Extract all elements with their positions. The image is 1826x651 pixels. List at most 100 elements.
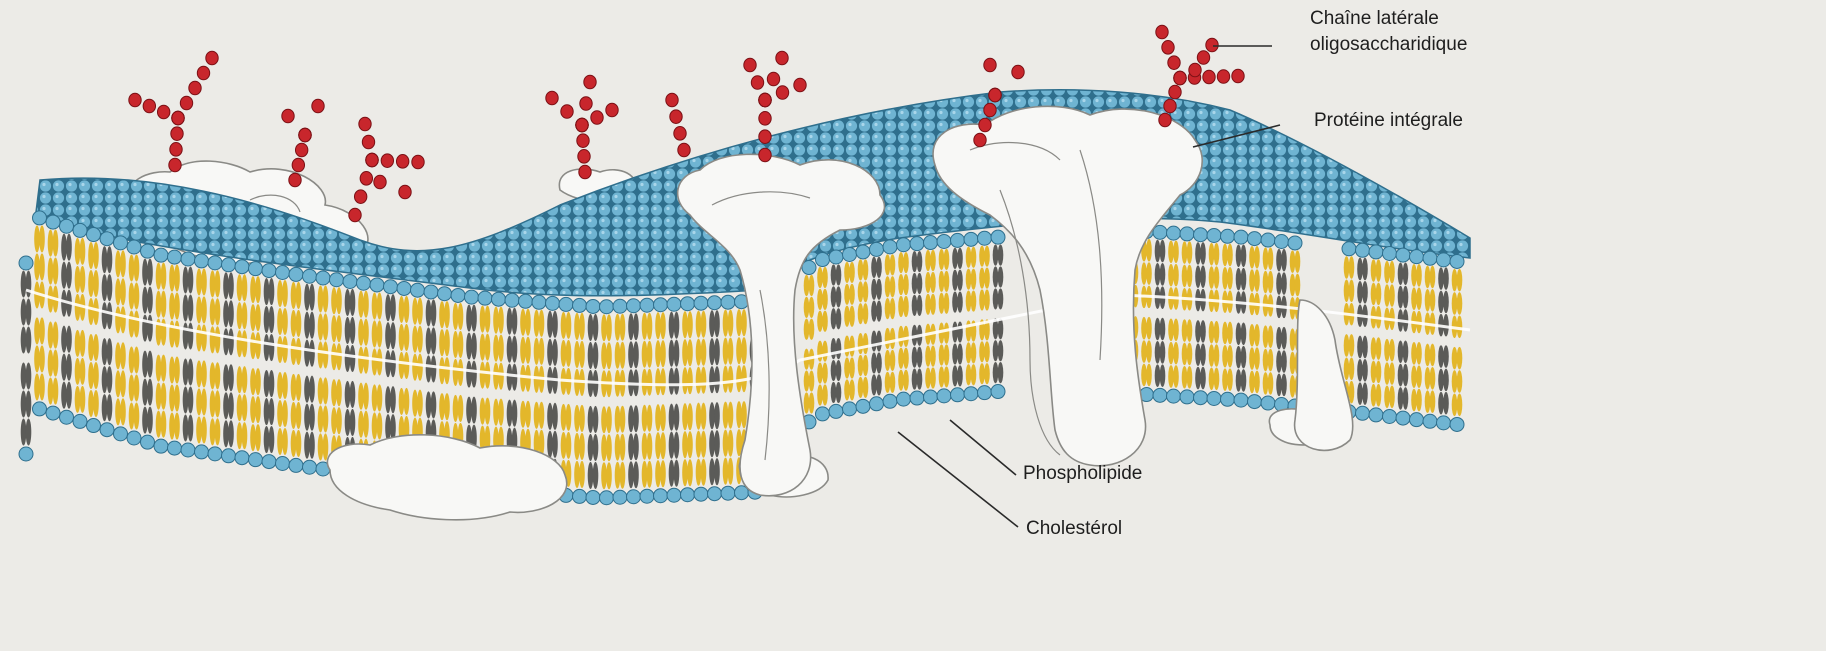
fatty-acid-tail	[66, 382, 72, 409]
fatty-acid-tail	[682, 367, 688, 394]
fatty-acid-tail	[1457, 316, 1463, 339]
phospholipid-head	[1194, 391, 1208, 405]
fatty-acid-tail	[26, 326, 32, 353]
fatty-acid-tail	[898, 326, 904, 347]
fatty-acid-tail	[952, 292, 958, 313]
fatty-acid-tail	[1268, 349, 1274, 372]
fatty-acid-tail	[21, 326, 27, 353]
phospholipid-column	[694, 296, 708, 501]
fatty-acid-tail	[21, 298, 27, 325]
fatty-acid-tail	[142, 315, 148, 342]
fatty-acid-tail	[223, 364, 229, 391]
fatty-acid-tail	[1398, 286, 1404, 309]
phospholipid-head	[127, 431, 141, 445]
fatty-acid-tail	[53, 378, 59, 405]
fatty-acid-tail	[863, 333, 869, 354]
phospholipid-head	[465, 290, 479, 304]
fatty-acid-tail	[1425, 344, 1431, 367]
sugar-residue	[1168, 56, 1180, 70]
phospholipid-head	[100, 423, 114, 437]
fatty-acid-tail	[1438, 291, 1444, 314]
sugar-residue	[584, 75, 596, 89]
fatty-acid-tail	[134, 282, 140, 309]
fatty-acid-tail	[1371, 361, 1377, 384]
fatty-acid-tail	[1195, 343, 1201, 366]
fatty-acid-tail	[1141, 317, 1147, 340]
phospholipid-head	[1396, 248, 1410, 262]
phospholipid-column	[1450, 254, 1464, 431]
phospholipid-head	[1450, 254, 1464, 268]
fatty-acid-tail	[539, 310, 545, 337]
fatty-acid-tail	[107, 302, 113, 329]
fatty-acid-tail	[1146, 340, 1152, 363]
phospholipid-head	[46, 406, 60, 420]
fatty-acid-tail	[1160, 364, 1166, 387]
fatty-acid-tail	[458, 331, 464, 358]
fatty-acid-tail	[615, 462, 621, 489]
phospholipid-head	[870, 242, 884, 256]
fatty-acid-tail	[147, 315, 153, 342]
fatty-acid-tail	[930, 250, 936, 271]
fatty-acid-tail	[1411, 389, 1417, 412]
fatty-acid-tail	[876, 301, 882, 322]
fatty-acid-tail	[1195, 242, 1201, 265]
phospholipid-column	[208, 256, 222, 461]
fatty-acid-tail	[863, 303, 869, 324]
fatty-acid-tail	[1416, 264, 1422, 287]
sugar-residue	[1164, 99, 1176, 113]
fatty-acid-tail	[129, 282, 135, 309]
integral-protein-label: Protéine intégrale	[1314, 108, 1463, 134]
fatty-acid-tail	[75, 238, 81, 265]
fatty-acid-tail	[836, 286, 842, 307]
fatty-acid-tail	[701, 311, 707, 338]
fatty-acid-tail	[709, 310, 715, 337]
fatty-acid-tail	[1209, 266, 1215, 289]
fatty-acid-tail	[1457, 292, 1463, 315]
fatty-acid-tail	[709, 338, 715, 365]
fatty-acid-tail	[1290, 352, 1296, 375]
phospholipid-head	[100, 232, 114, 246]
fatty-acid-tail	[1452, 394, 1458, 417]
fatty-acid-tail	[1195, 265, 1201, 288]
fatty-acid-tail	[26, 298, 32, 325]
phospholipid-head	[262, 264, 276, 278]
sugar-residue	[292, 158, 304, 172]
fatty-acid-tail	[493, 335, 499, 362]
fatty-acid-tail	[736, 309, 742, 336]
phospholipid-head	[937, 389, 951, 403]
fatty-acid-tail	[215, 270, 221, 297]
fatty-acid-tail	[831, 264, 837, 285]
fatty-acid-tail	[242, 422, 248, 449]
fatty-acid-tail	[993, 266, 999, 287]
fatty-acid-tail	[350, 409, 356, 436]
phospholipid-head	[154, 439, 168, 453]
fatty-acid-tail	[439, 357, 445, 384]
fatty-acid-tail	[363, 383, 369, 410]
fatty-acid-tail	[102, 274, 108, 301]
sugar-residue	[984, 103, 996, 117]
fatty-acid-tail	[674, 368, 680, 395]
fatty-acid-tail	[444, 357, 450, 384]
fatty-acid-tail	[1209, 344, 1215, 367]
fatty-acid-tail	[372, 292, 378, 319]
fatty-acid-tail	[1241, 268, 1247, 291]
fatty-acid-tail	[1349, 358, 1355, 381]
phospholipid-head	[573, 298, 587, 312]
fatty-acid-tail	[1236, 369, 1242, 392]
fatty-acid-tail	[1389, 339, 1395, 362]
fatty-acid-tail	[169, 413, 175, 440]
fatty-acid-tail	[480, 362, 486, 389]
fatty-acid-tail	[601, 342, 607, 369]
phospholipid-head	[492, 292, 506, 306]
sugar-residue	[374, 175, 386, 189]
fatty-acid-tail	[1443, 369, 1449, 392]
fatty-acid-tail	[606, 314, 612, 341]
fatty-acid-tail	[412, 298, 418, 325]
fatty-acid-tail	[1281, 327, 1287, 350]
fatty-acid-tail	[39, 317, 45, 344]
fatty-acid-tail	[471, 333, 477, 360]
fatty-acid-tail	[34, 253, 40, 280]
fatty-acid-tail	[858, 333, 864, 354]
fatty-acid-tail	[264, 334, 270, 361]
phospholipid-head	[856, 245, 870, 259]
